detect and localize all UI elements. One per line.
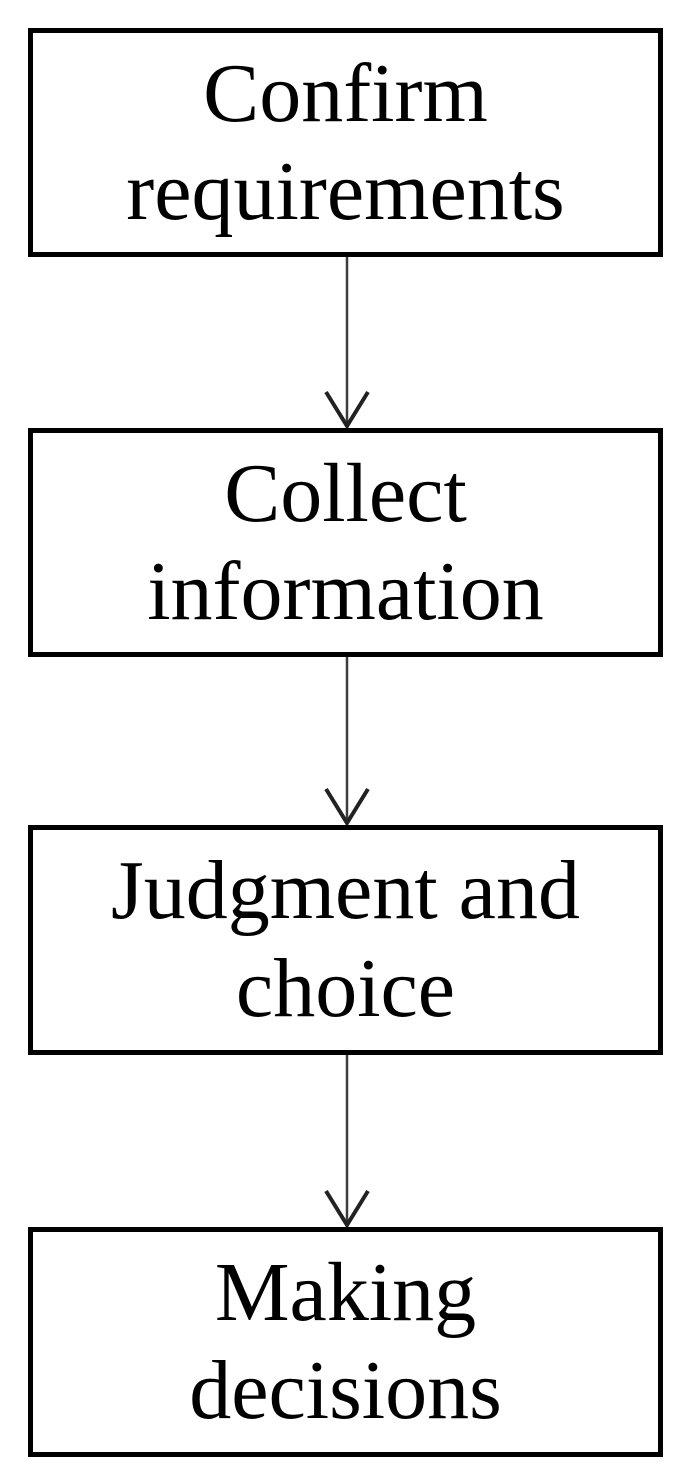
node-label-line: requirements [126,144,565,238]
node-label-line: Collect [224,446,467,540]
node-label: Judgment and choice [111,842,580,1038]
flow-node-judgment-and-choice: Judgment and choice [28,825,663,1055]
node-label: Making decisions [189,1244,502,1440]
node-label-line: information [147,544,544,638]
node-label: Collect information [147,445,544,641]
arrow-down-icon-2 [324,657,370,825]
flow-node-collect-information: Collect information [28,428,663,657]
node-label-line: Making [214,1246,477,1339]
arrow-down-icon-1 [324,257,370,428]
node-label-line: Confirm [203,46,488,140]
node-label: Confirm requirements [126,45,565,241]
node-label-line: choice [235,942,456,1035]
node-label-line: decisions [189,1344,502,1437]
flow-node-confirm-requirements: Confirm requirements [28,28,663,257]
arrow-down-icon-3 [324,1055,370,1227]
flow-node-making-decisions: Making decisions [28,1227,663,1457]
node-label-line: Judgment and [111,844,580,937]
